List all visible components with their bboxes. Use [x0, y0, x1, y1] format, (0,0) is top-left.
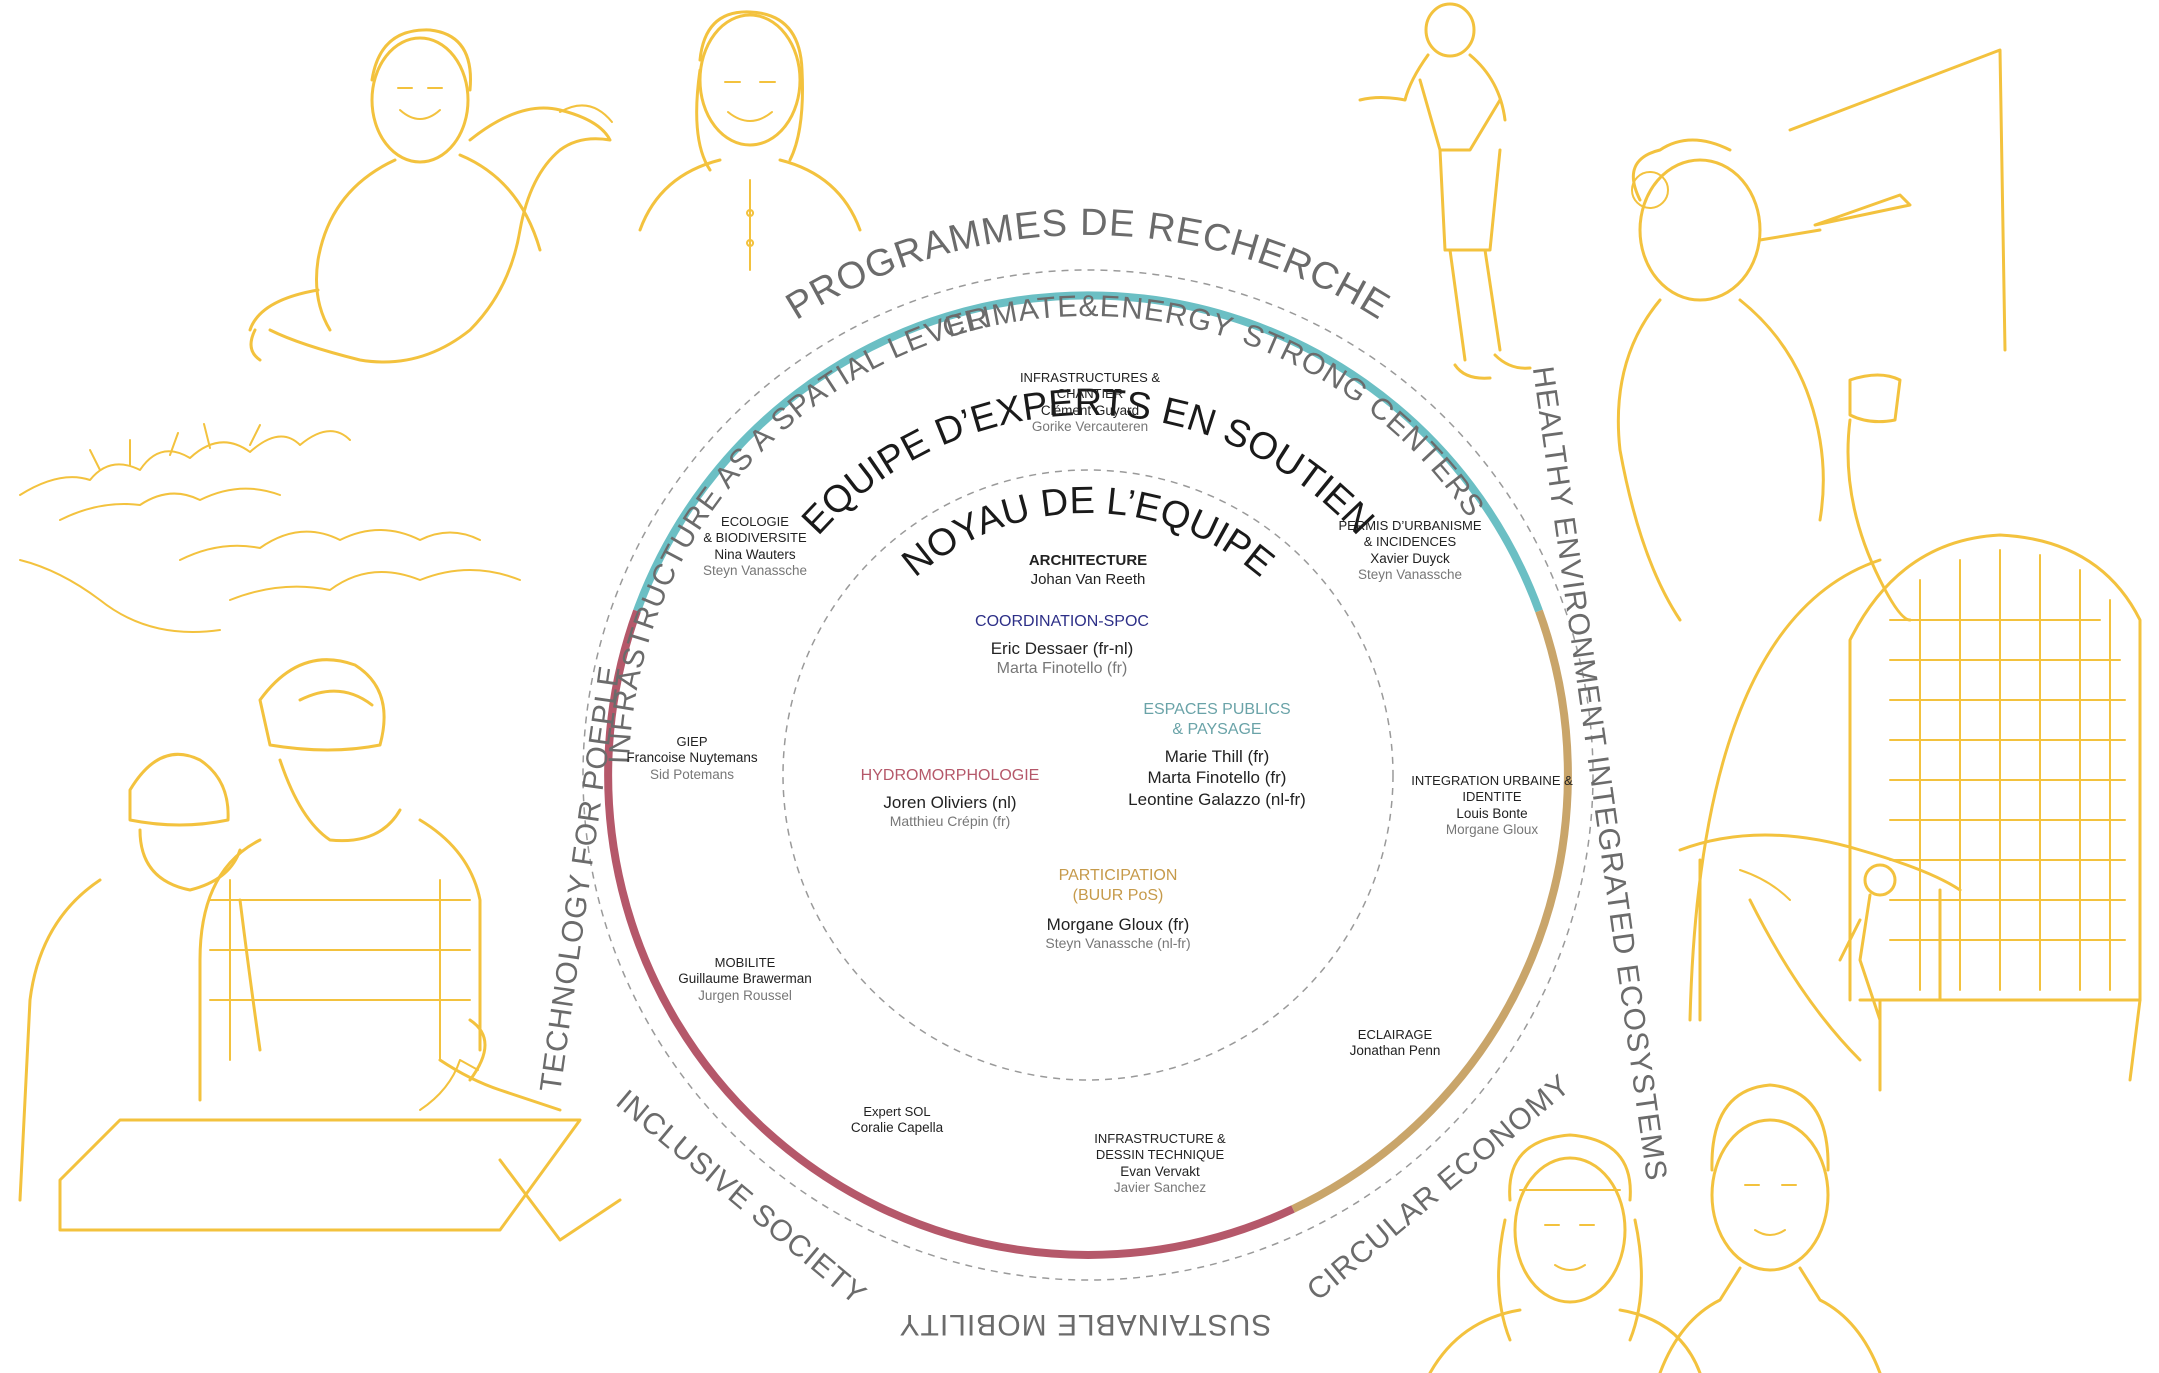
- chair-sketch: [1688, 533, 2142, 1092]
- expert-integration: INTEGRATION URBAINE & IDENTITE Louis Bon…: [1411, 773, 1573, 839]
- role: ARCHITECTURE: [1028, 552, 1148, 569]
- lead-name: Leontine Galazzo (nl-fr): [1128, 789, 1306, 809]
- lead-name: Guillaume Brawerman: [678, 971, 812, 987]
- role: MOBILITE: [714, 955, 776, 970]
- sub-name: Morgane Gloux: [1445, 822, 1539, 838]
- theme-mobility: SUSTAINABLE MOBILITY: [899, 1308, 1272, 1341]
- support-ring-teal: [633, 291, 1543, 613]
- role: (BUUR PoS): [1072, 887, 1164, 904]
- lead-name: Xavier Duyck: [1370, 550, 1450, 566]
- lead-name: Morgane Gloux (fr): [1046, 915, 1190, 934]
- lead-name: Johan Van Reeth: [1030, 570, 1146, 588]
- role: IDENTITE: [1462, 789, 1522, 805]
- core-espaces: ESPACES PUBLICS & PAYSAGE Marie Thill (f…: [1128, 700, 1306, 810]
- expert-permis: PERMIS D’URBANISME & INCIDENCES Xavier D…: [1338, 518, 1481, 584]
- support-ring-tan: [1291, 609, 1572, 1213]
- outer-ring-dashed: [582, 269, 1594, 1281]
- lead-name: Evan Vervakt: [1120, 1163, 1200, 1179]
- workers-with-helmets-sketch: [18, 658, 622, 1242]
- sub-name: Javier Sanchez: [1113, 1180, 1207, 1196]
- role: Expert SOL: [863, 1104, 931, 1119]
- support-ring-red: [604, 609, 1295, 1259]
- role: ECOLOGIE: [721, 514, 789, 529]
- expert-infra-chantier: INFRASTRUCTURES & CHANTIER Clément Guyar…: [1020, 370, 1160, 436]
- expert-giep: GIEP Francoise Nuytemans Sid Potemans: [626, 734, 757, 784]
- role: INFRASTRUCTURE &: [1094, 1131, 1226, 1146]
- core-architecture: ARCHITECTURE Johan Van Reeth: [1029, 552, 1147, 590]
- role: ESPACES PUBLICS: [1143, 701, 1291, 718]
- theme-technology: TECHNOLOGY FOR POEPLE: [534, 663, 627, 1094]
- core-participation: PARTICIPATION (BUUR PoS) Morgane Gloux (…: [1045, 866, 1190, 953]
- lead-name: Coralie Capella: [850, 1120, 944, 1136]
- expert-ecologie: ECOLOGIE & BIODIVERSITE Nina Wauters Ste…: [703, 514, 807, 580]
- theme-inclusive: INCLUSIVE SOCIETY: [610, 1084, 873, 1312]
- role: & BIODIVERSITE: [703, 530, 807, 546]
- woman-with-goose-sketch: [248, 28, 613, 364]
- role: CHANTIER: [1056, 386, 1124, 402]
- lead-name: Nina Wauters: [714, 546, 796, 562]
- smiling-woman-sketch: [638, 10, 862, 271]
- man-portrait-sketch: [1658, 1083, 1882, 1373]
- role: INFRASTRUCTURES &: [1019, 370, 1161, 385]
- lead-name: Louis Bonte: [1456, 805, 1528, 821]
- role: INTEGRATION URBAINE &: [1411, 773, 1573, 788]
- role: DESSIN TECHNIQUE: [1095, 1147, 1225, 1163]
- sub-name: Gorike Vercauteren: [1031, 419, 1149, 435]
- role: PARTICIPATION: [1058, 867, 1178, 884]
- role: COORDINATION-SPOC: [975, 613, 1149, 630]
- lead-name: Joren Oliviers (nl): [883, 793, 1017, 812]
- sub-name: Steyn Vanassche: [1357, 567, 1463, 583]
- core-hydro: HYDROMORPHOLOGIE Joren Oliviers (nl) Mat…: [861, 766, 1040, 831]
- child-playing-sketch: [1678, 833, 1962, 1062]
- theme-strong-centers: STRONG CENTERS: [1238, 318, 1490, 524]
- sub-name: Steyn Vanassche (nl-fr): [1045, 935, 1191, 952]
- woman-painting-sketch: [1616, 48, 2007, 622]
- sub-name: Sid Potemans: [649, 767, 735, 783]
- standing-man-sketch: [1358, 2, 1532, 380]
- role: GIEP: [676, 734, 708, 749]
- sub-name: Marta Finotello (fr): [996, 660, 1128, 678]
- lead-name: Marta Finotello (fr): [1147, 768, 1287, 788]
- role: ECLAIRAGE: [1357, 1027, 1433, 1042]
- role: & PAYSAGE: [1172, 721, 1262, 738]
- sub-name: Steyn Vanassche: [702, 563, 808, 579]
- lead-name: Clément Guyard: [1040, 402, 1140, 418]
- core-coordination: COORDINATION-SPOC Eric Dessaer (fr-nl) M…: [975, 612, 1149, 679]
- expert-sol: Expert SOL Coralie Capella: [851, 1104, 943, 1137]
- expert-infra-dessin: INFRASTRUCTURE & DESSIN TECHNIQUE Evan V…: [1094, 1131, 1225, 1197]
- lead-name: Francoise Nuytemans: [626, 750, 758, 766]
- role: PERMIS D’URBANISME: [1338, 518, 1482, 533]
- role: HYDROMORPHOLOGIE: [860, 767, 1040, 784]
- expert-eclairage: ECLAIRAGE Jonathan Penn: [1350, 1027, 1441, 1060]
- lead-name: Eric Dessaer (fr-nl): [990, 639, 1134, 658]
- lead-name: Marie Thill (fr): [1164, 747, 1270, 766]
- core-ring-dashed: [782, 469, 1394, 1081]
- role: & INCIDENCES: [1363, 534, 1457, 550]
- sub-name: Matthieu Crépin (fr): [889, 813, 1011, 830]
- shrubs-sketch: [19, 423, 521, 633]
- sub-name: Jurgen Roussel: [698, 988, 792, 1004]
- woman-with-bangs-sketch: [1428, 1133, 1702, 1373]
- expert-mobilite: MOBILITE Guillaume Brawerman Jurgen Rous…: [678, 955, 812, 1005]
- lead-name: Jonathan Penn: [1349, 1043, 1441, 1059]
